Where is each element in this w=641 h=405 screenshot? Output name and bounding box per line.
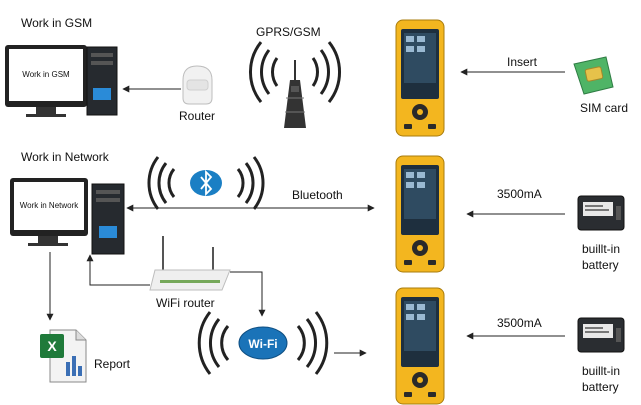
battery-label-1-line2: battery <box>582 258 619 272</box>
insert-label: Insert <box>507 55 538 69</box>
wifi-router-label: WiFi router <box>156 296 215 310</box>
battery-label-2-line2: battery <box>582 380 619 394</box>
gsm-monitor-screen-text: Work in GSM <box>22 70 70 79</box>
section-title-network: Work in Network <box>21 150 110 164</box>
cell-tower-icon <box>248 40 342 128</box>
excel-report-icon: X <box>40 329 87 383</box>
wifi-signal: Wi-Fi <box>197 311 329 375</box>
excel-icon-letter: X <box>47 338 57 354</box>
network-computer: Work in Network <box>10 178 125 255</box>
gsm-tower-pc <box>86 46 118 116</box>
battery-capacity-1: 3500mA <box>497 187 542 201</box>
bluetooth-signal <box>147 156 265 210</box>
handheld-device-top <box>395 19 445 137</box>
sim-card-label: SIM card <box>580 101 628 115</box>
wifi-router-device <box>149 236 231 291</box>
battery-label-2-line1: buillt-in <box>582 364 620 378</box>
bluetooth-label: Bluetooth <box>292 188 343 202</box>
arrow-wifi-router-to-wifi <box>230 271 266 317</box>
network-tower-pc <box>91 183 125 255</box>
gprs-gsm-label: GPRS/GSM <box>256 25 321 39</box>
wifi-badge-text: Wi-Fi <box>248 337 277 351</box>
report-label: Report <box>94 357 131 371</box>
section-title-gsm: Work in GSM <box>21 16 92 30</box>
arrow-wifi-router-to-pc <box>86 254 150 286</box>
battery-icon-1 <box>577 195 625 231</box>
battery-capacity-2: 3500mA <box>497 316 542 330</box>
battery-label-1-line1: buillt-in <box>582 242 620 256</box>
handheld-device-middle <box>395 155 445 273</box>
router-device <box>182 65 213 105</box>
sim-card-icon <box>573 56 614 95</box>
gsm-computer: Work in GSM <box>5 45 118 117</box>
wifi-icon <box>238 326 288 360</box>
handheld-device-bottom <box>395 287 445 405</box>
excel-icon <box>40 334 64 358</box>
network-monitor-screen-text: Work in Network <box>20 201 80 210</box>
battery-icon-2 <box>577 317 625 353</box>
router-label: Router <box>179 109 215 123</box>
